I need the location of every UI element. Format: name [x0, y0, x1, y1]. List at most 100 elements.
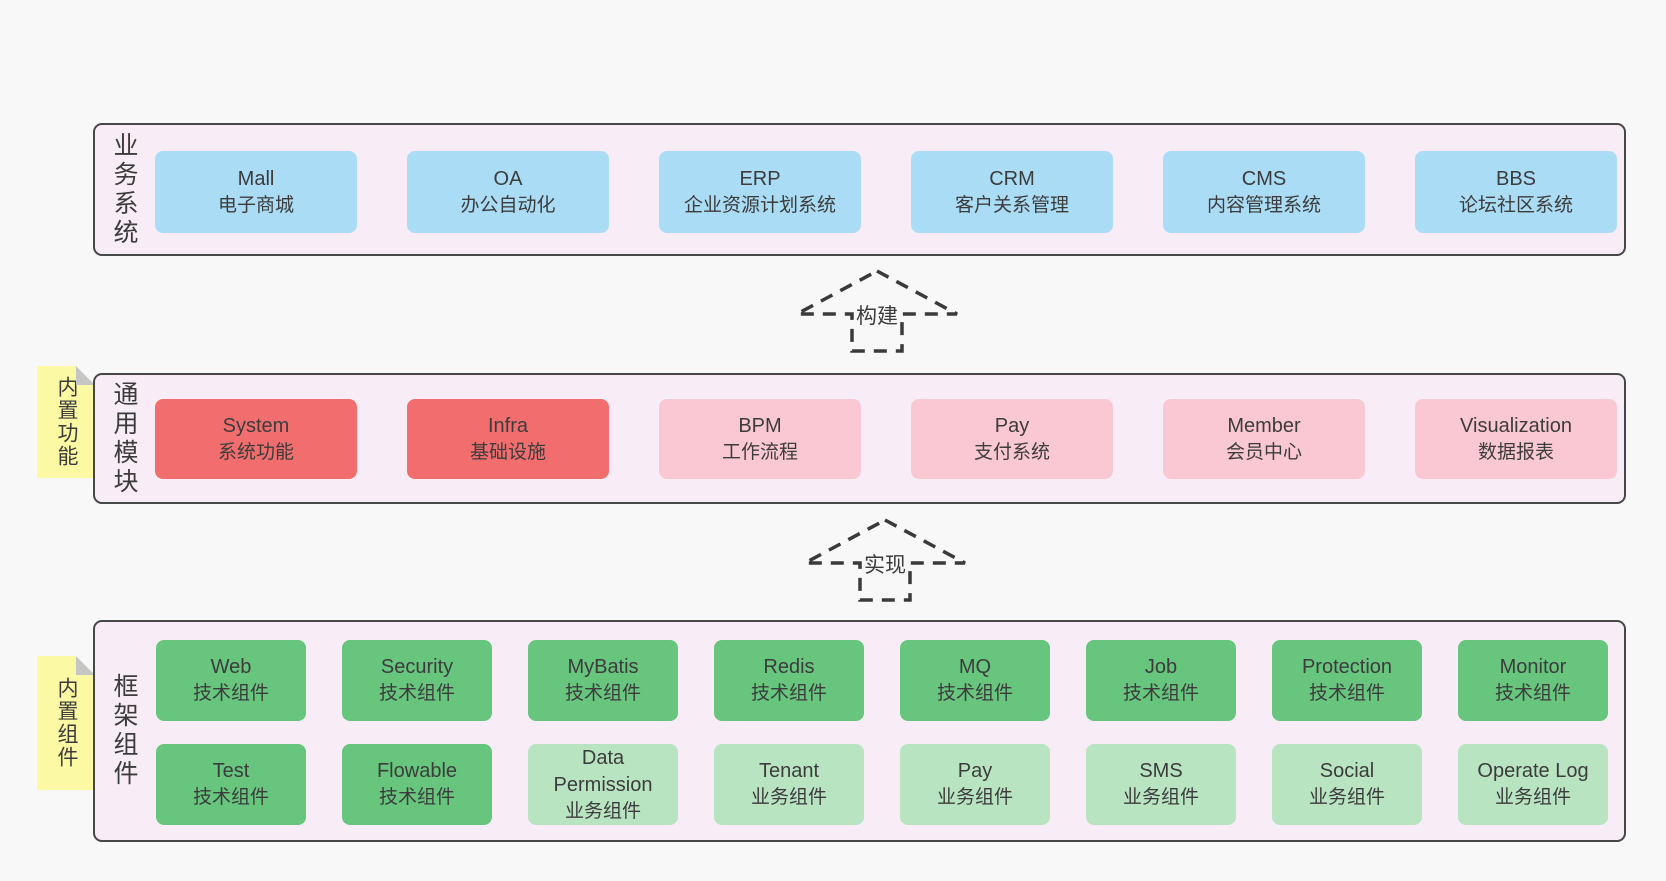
box-title: Test — [212, 760, 250, 783]
box-subtitle: 业务组件 — [936, 787, 1013, 809]
section-common-modules: 通用模块 System 系统功能 Infra 基础设施 BPM 工作流程 Pay… — [93, 373, 1626, 504]
box-title: Social — [1319, 760, 1375, 783]
box-title: Flowable — [376, 760, 458, 783]
box-title: MyBatis — [567, 656, 639, 679]
box-title: System — [222, 414, 290, 437]
diagram-box-oa: OA 办公自动化 — [407, 151, 609, 233]
box-title: Mall — [237, 167, 275, 190]
box-title: Security — [380, 656, 454, 679]
dashed-up-arrow-build: 构建 — [792, 268, 962, 354]
section-business-systems: 业务系统 Mall 电子商城 OA 办公自动化 ERP 企业资源计划系统 CRM… — [93, 123, 1626, 256]
box-subtitle: 内容管理系统 — [1206, 194, 1321, 216]
diagram-box-bbs: BBS 论坛社区系统 — [1415, 151, 1617, 233]
business-box-row: Mall 电子商城 OA 办公自动化 ERP 企业资源计划系统 CRM 客户关系… — [155, 151, 1617, 233]
sticky-text: 内置组件 — [55, 677, 78, 769]
diagram-box-cms: CMS 内容管理系统 — [1163, 151, 1365, 233]
up-arrow-icon — [796, 269, 958, 353]
box-title: Redis — [763, 656, 815, 679]
modules-box-row: System 系统功能 Infra 基础设施 BPM 工作流程 Pay 支付系统… — [155, 399, 1617, 479]
box-subtitle: 会员中心 — [1225, 441, 1302, 463]
sticky-text: 内置功能 — [55, 376, 78, 468]
box-subtitle: 企业资源计划系统 — [683, 194, 836, 216]
diagram-box-pay-component: Pay 业务组件 — [900, 744, 1050, 825]
box-subtitle: 技术组件 — [192, 787, 269, 809]
diagram-box-test: Test 技术组件 — [156, 744, 306, 825]
section-label-business: 业务系统 — [110, 131, 138, 248]
arrow-label-build: 构建 — [854, 300, 900, 330]
diagram-box-pay-system: Pay 支付系统 — [911, 399, 1113, 479]
diagram-box-tenant: Tenant 业务组件 — [714, 744, 864, 825]
box-title: Visualization — [1460, 414, 1572, 437]
box-title: BBS — [1495, 167, 1537, 190]
diagram-box-protection: Protection 技术组件 — [1272, 640, 1422, 721]
diagram-box-visualization: Visualization 数据报表 — [1415, 399, 1617, 479]
diagram-box-member: Member 会员中心 — [1163, 399, 1365, 479]
diagram-box-system: System 系统功能 — [155, 399, 357, 479]
box-subtitle: 基础设施 — [469, 441, 546, 463]
box-title: Infra — [487, 414, 529, 437]
box-subtitle: 系统功能 — [217, 441, 294, 463]
box-subtitle: 电子商城 — [217, 194, 294, 216]
box-title: Monitor — [1499, 656, 1567, 679]
up-arrow-icon — [804, 518, 966, 602]
box-title: CMS — [1241, 167, 1287, 190]
diagram-box-mq: MQ 技术组件 — [900, 640, 1050, 721]
sticky-note-builtin-components: 内置组件 — [37, 656, 95, 790]
box-title: BPM — [738, 414, 782, 437]
box-subtitle: 业务组件 — [1308, 787, 1385, 809]
diagram-box-redis: Redis 技术组件 — [714, 640, 864, 721]
sticky-note-builtin-features: 内置功能 — [37, 366, 95, 478]
box-subtitle: 技术组件 — [936, 683, 1013, 705]
box-subtitle: 办公自动化 — [460, 194, 556, 216]
diagram-box-sms: SMS 业务组件 — [1086, 744, 1236, 825]
section-label-modules: 通用模块 — [110, 380, 138, 497]
diagram-box-social: Social 业务组件 — [1272, 744, 1422, 825]
box-title: Job — [1144, 656, 1178, 679]
section-framework-components: 框架组件 Web 技术组件 Security 技术组件 MyBatis 技术组件… — [93, 620, 1626, 842]
box-subtitle: 技术组件 — [1494, 683, 1571, 705]
box-title: Web — [210, 656, 252, 679]
dashed-up-arrow-implement: 实现 — [800, 517, 970, 603]
box-title: Data Permission — [553, 746, 653, 796]
box-subtitle: 技术组件 — [378, 683, 455, 705]
diagram-box-mybatis: MyBatis 技术组件 — [528, 640, 678, 721]
components-box-row-1: Web 技术组件 Security 技术组件 MyBatis 技术组件 Redi… — [156, 640, 1608, 721]
box-subtitle: 技术组件 — [564, 683, 641, 705]
box-subtitle: 客户关系管理 — [954, 194, 1069, 216]
diagram-box-security: Security 技术组件 — [342, 640, 492, 721]
diagram-box-flowable: Flowable 技术组件 — [342, 744, 492, 825]
box-subtitle: 业务组件 — [750, 787, 827, 809]
box-title: Pay — [957, 760, 993, 783]
diagram-box-infra: Infra 基础设施 — [407, 399, 609, 479]
box-title: ERP — [739, 167, 781, 190]
box-title: SMS — [1139, 760, 1183, 783]
box-subtitle: 业务组件 — [564, 800, 641, 822]
diagram-box-web: Web 技术组件 — [156, 640, 306, 721]
box-title: Operate Log — [1477, 760, 1589, 783]
diagram-box-job: Job 技术组件 — [1086, 640, 1236, 721]
box-subtitle: 业务组件 — [1122, 787, 1199, 809]
box-title: Protection — [1301, 656, 1393, 679]
box-subtitle: 数据报表 — [1477, 441, 1554, 463]
box-subtitle: 技术组件 — [1308, 683, 1385, 705]
box-title: Member — [1227, 414, 1301, 437]
box-subtitle: 工作流程 — [721, 441, 798, 463]
section-label-components: 框架组件 — [110, 673, 138, 789]
diagram-box-erp: ERP 企业资源计划系统 — [659, 151, 861, 233]
box-title: MQ — [958, 656, 992, 679]
box-title: Pay — [994, 414, 1030, 437]
diagram-box-bpm: BPM 工作流程 — [659, 399, 861, 479]
box-subtitle: 论坛社区系统 — [1458, 194, 1573, 216]
box-title: OA — [493, 167, 523, 190]
components-box-row-2: Test 技术组件 Flowable 技术组件 Data Permission … — [156, 744, 1608, 825]
box-subtitle: 技术组件 — [378, 787, 455, 809]
box-subtitle: 技术组件 — [750, 683, 827, 705]
box-title: Tenant — [758, 760, 820, 783]
box-title: CRM — [989, 167, 1035, 190]
arrow-label-implement: 实现 — [862, 549, 908, 579]
diagram-box-data-permission: Data Permission 业务组件 — [528, 744, 678, 825]
box-subtitle: 业务组件 — [1494, 787, 1571, 809]
diagram-box-monitor: Monitor 技术组件 — [1458, 640, 1608, 721]
diagram-box-mall: Mall 电子商城 — [155, 151, 357, 233]
